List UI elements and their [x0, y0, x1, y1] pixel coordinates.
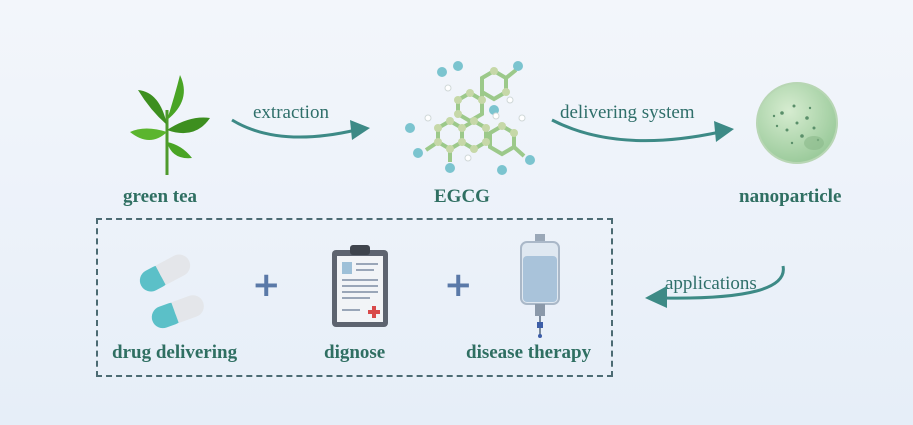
capsule-icon [139, 254, 204, 329]
egcg-label: EGCG [434, 186, 490, 207]
nanoparticle-label: nanoparticle [739, 186, 842, 207]
delivering-system-label: delivering system [560, 102, 695, 123]
iv-bag-icon [520, 234, 560, 338]
applications-box [96, 218, 613, 377]
clipboard-icon [332, 245, 388, 327]
drug-delivering-label: drug delivering [112, 342, 238, 363]
green-tea-label: green tea [123, 186, 198, 207]
plus-sign-2: + [444, 265, 473, 305]
green-tea-leaf-icon [130, 75, 210, 175]
applications-arrow-icon [645, 265, 785, 308]
plus-sign-1: + [252, 265, 281, 305]
extraction-arrow-icon [231, 118, 370, 140]
extraction-label: extraction [253, 102, 329, 123]
disease-therapy-label: disease therapy [466, 342, 592, 363]
applications-label: applications [665, 273, 757, 294]
delivering-system-arrow-icon [551, 118, 734, 143]
nanoparticle-icon [756, 82, 838, 164]
egcg-molecule-icon [405, 61, 535, 175]
diagnose-label: dignose [324, 342, 386, 363]
